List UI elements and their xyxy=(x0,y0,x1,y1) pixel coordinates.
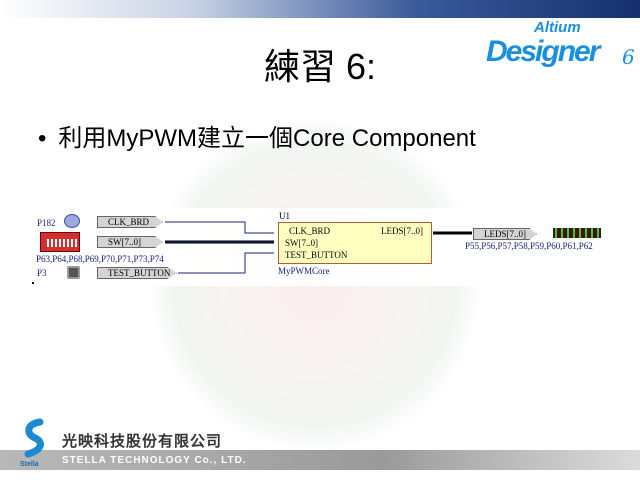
sw-pins: P63,P64,P68,P69,P70,P71,P73,P74 xyxy=(36,254,164,264)
schematic-wires xyxy=(165,221,472,274)
bullet-item: • 利用MyPWM建立一個Core Component xyxy=(38,118,476,153)
port-leds: LEDS[7..0] xyxy=(473,228,537,240)
clock-icon xyxy=(64,214,80,228)
pin-test-button: TEST_BUTTON xyxy=(285,250,348,260)
dip-switch-icon xyxy=(40,232,80,252)
component-name: MyPWMCore xyxy=(278,266,330,276)
header-gradient-bar xyxy=(0,0,640,18)
clk-designator: P182 xyxy=(37,218,56,228)
marker-dot xyxy=(32,282,34,284)
btn-designator: P3 xyxy=(37,268,47,278)
wire-test xyxy=(178,252,274,274)
stella-logo-text: Stella xyxy=(20,461,39,468)
pin-sw: SW[7..0] xyxy=(285,238,318,248)
component-mypwmcore: CLK_BRD SW[7..0] TEST_BUTTON LEDS[7..0] xyxy=(278,222,432,264)
port-test-button: TEST_BUTTON xyxy=(97,267,177,279)
component-designator: U1 xyxy=(279,211,290,221)
push-button-icon xyxy=(67,266,80,279)
led-bar-icon xyxy=(553,228,601,238)
led-pins: P55,P56,P57,P58,P59,P60,P61,P62 xyxy=(465,241,593,251)
pin-leds: LEDS[7..0] xyxy=(381,226,423,236)
company-name-cn: 光映科技股份有限公司 xyxy=(62,433,223,450)
altium-designer-logo: Altium Designer 6 xyxy=(484,20,640,72)
logo-product: Designer xyxy=(486,35,600,68)
logo-version: 6 xyxy=(622,45,635,69)
port-sw: SW[7..0] xyxy=(97,236,163,248)
pin-clk-brd: CLK_BRD xyxy=(289,226,331,236)
bullet-text: 利用MyPWM建立一個Core Component xyxy=(58,125,476,152)
bullet-icon: • xyxy=(38,125,47,152)
stella-logo xyxy=(24,418,44,458)
slide-title: 練習 6: xyxy=(263,46,377,87)
port-clk-brd: CLK_BRD xyxy=(97,216,163,228)
logo-brand: Altium xyxy=(534,19,581,36)
company-name-en: STELLA TECHNOLOGY Co., LTD. xyxy=(62,455,247,466)
footer-band xyxy=(0,450,640,470)
wire-clk xyxy=(165,221,274,234)
